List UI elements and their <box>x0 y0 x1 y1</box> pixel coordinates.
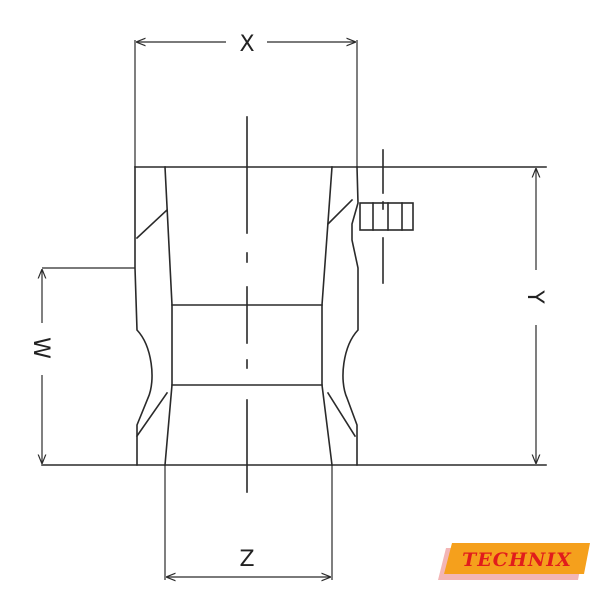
dimension-x: X <box>134 32 358 167</box>
coupling-body <box>41 166 547 466</box>
dimension-y-label: Y <box>522 289 547 304</box>
dimension-z: Z <box>164 465 333 580</box>
right-chamfer-bottom <box>326 391 357 438</box>
left-chamfer-top <box>135 208 169 240</box>
side-pin <box>359 149 414 284</box>
bore-left-line <box>164 166 173 466</box>
dimension-x-label: X <box>239 32 254 57</box>
left-outer-profile <box>134 166 153 466</box>
dimension-w: W <box>28 267 135 463</box>
left-chamfer-bottom <box>135 391 169 438</box>
bore-right-line <box>321 166 333 466</box>
logo-text: TECHNIX <box>462 549 572 571</box>
dimension-y: Y <box>522 169 547 463</box>
dimension-w-label: W <box>28 337 53 359</box>
technix-logo: TECHNIX <box>438 543 590 580</box>
dimension-z-label: Z <box>239 547 254 572</box>
right-outer-profile <box>342 166 359 466</box>
right-chamfer-top <box>326 198 354 226</box>
